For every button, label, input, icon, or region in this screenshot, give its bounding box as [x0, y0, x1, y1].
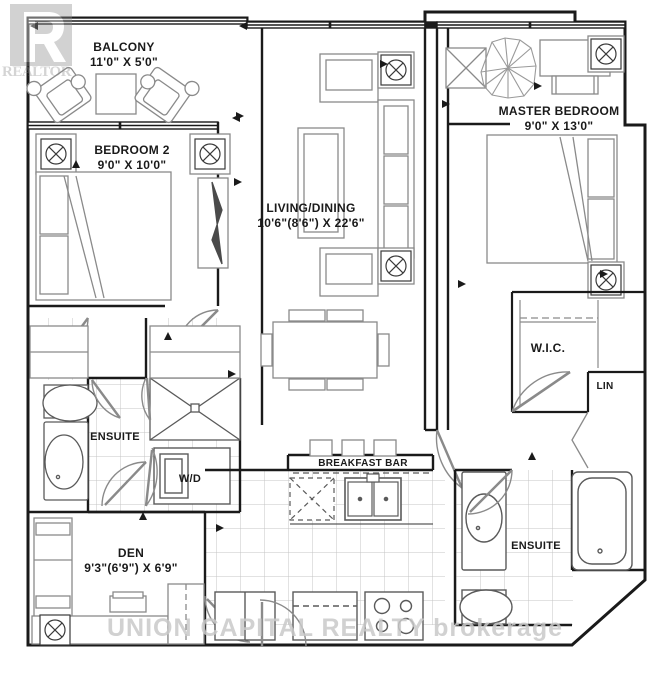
room-name: BEDROOM 2	[94, 143, 170, 157]
room-label-balcony: BALCONY 11'0" X 5'0"	[90, 40, 158, 70]
room-label-bedroom2: BEDROOM 2 9'0" X 10'0"	[94, 143, 169, 173]
room-label-wic: W.I.C.	[531, 341, 565, 356]
room-label-ensuite-right: ENSUITE	[511, 540, 561, 554]
left-ensuite-fixtures	[42, 384, 98, 501]
master-bedroom-walls	[446, 28, 627, 430]
den-walls	[28, 510, 207, 645]
living-room-furniture	[297, 51, 415, 297]
room-dimensions: 9'3"(6'9") X 6'9"	[84, 561, 178, 575]
laundry-closet	[153, 447, 231, 505]
room-name: LIN	[596, 381, 614, 392]
room-name: BREAKFAST BAR	[318, 458, 408, 469]
right-ensuite-fixtures	[459, 471, 633, 625]
wic-door	[511, 370, 571, 413]
room-label-breakfast-bar: BREAKFAST BAR	[318, 458, 407, 471]
dining-set	[260, 309, 390, 391]
dimension-markers	[30, 22, 608, 532]
room-name: ENSUITE	[511, 540, 561, 552]
realtor-logo-text: REALTOR	[2, 64, 72, 80]
master-bedroom-furniture	[445, 35, 625, 299]
room-name: DEN	[117, 546, 145, 560]
wic-shelving	[519, 300, 599, 405]
walk-in-closet-walls	[510, 290, 645, 414]
room-label-living-dining: LIVING/DINING 10'6"(8'6") X 22'6"	[257, 201, 364, 231]
balcony-furniture	[26, 66, 200, 124]
kitchen-appliances	[214, 591, 424, 641]
room-dimensions: 9'0" X 10'0"	[97, 158, 167, 172]
right-ensuite-door	[467, 469, 513, 515]
room-name: LIVING/DINING	[266, 201, 356, 215]
room-label-master-bedroom: MASTER BEDROOM 9'0" X 13'0"	[499, 104, 620, 134]
room-name: MASTER BEDROOM	[498, 104, 620, 118]
shower-stall	[149, 377, 241, 441]
room-label-lin: LIN	[596, 381, 613, 394]
hallway-vanity-left	[29, 325, 241, 379]
breakfast-bar-stools	[309, 439, 397, 457]
realtor-r-glyph	[24, 12, 66, 62]
room-dimensions: 10'6"(8'6") X 22'6"	[257, 216, 365, 230]
corridor-doors	[259, 429, 464, 647]
room-dimensions: 9'0" X 13'0"	[524, 119, 594, 133]
room-name: W/D	[178, 473, 202, 485]
room-label-ensuite-left: ENSUITE	[90, 431, 140, 445]
kitchen-counter	[289, 472, 433, 525]
room-label-den: DEN 9'3"(6'9") X 6'9"	[84, 546, 177, 576]
room-dimensions: 11'0" X 5'0"	[89, 55, 159, 69]
room-name: BALCONY	[93, 40, 155, 54]
room-name: ENSUITE	[90, 431, 140, 443]
room-name: W.I.C.	[530, 341, 566, 355]
realtor-logo-watermark: REALTOR	[2, 2, 80, 90]
realtor-logo-mark	[10, 4, 72, 66]
bedroom2-furniture	[35, 133, 231, 301]
den-furniture	[31, 517, 205, 646]
room-label-laundry: W/D	[179, 473, 201, 487]
brokerage-watermark: UNION CAPITAL REALTY brokerage	[107, 614, 563, 642]
lin-closet-door	[571, 411, 589, 469]
